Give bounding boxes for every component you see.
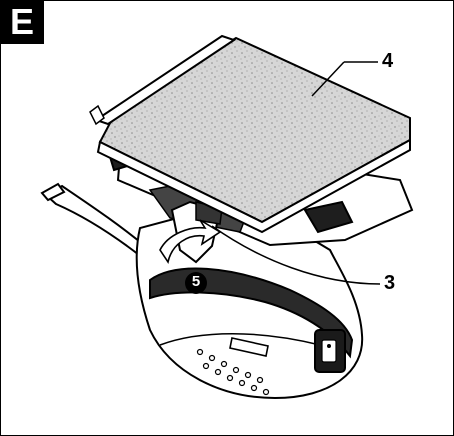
callout-lever: 3	[384, 272, 396, 294]
callout-pad: 4	[382, 50, 394, 72]
side-slot	[229, 337, 269, 357]
pad-leader	[311, 61, 345, 97]
lever-leader	[211, 225, 381, 285]
vent-holes	[196, 348, 270, 396]
cord-cap	[40, 182, 66, 202]
power-cord	[44, 184, 152, 264]
motion-arrow	[159, 219, 222, 265]
figure-label: E	[0, 0, 44, 44]
lower-shell-line	[159, 333, 321, 346]
callout-step: 5	[191, 273, 201, 290]
pad-edge	[96, 138, 411, 234]
paper-rail	[93, 34, 237, 126]
step-badge	[185, 272, 207, 294]
right-clamp	[303, 200, 354, 234]
